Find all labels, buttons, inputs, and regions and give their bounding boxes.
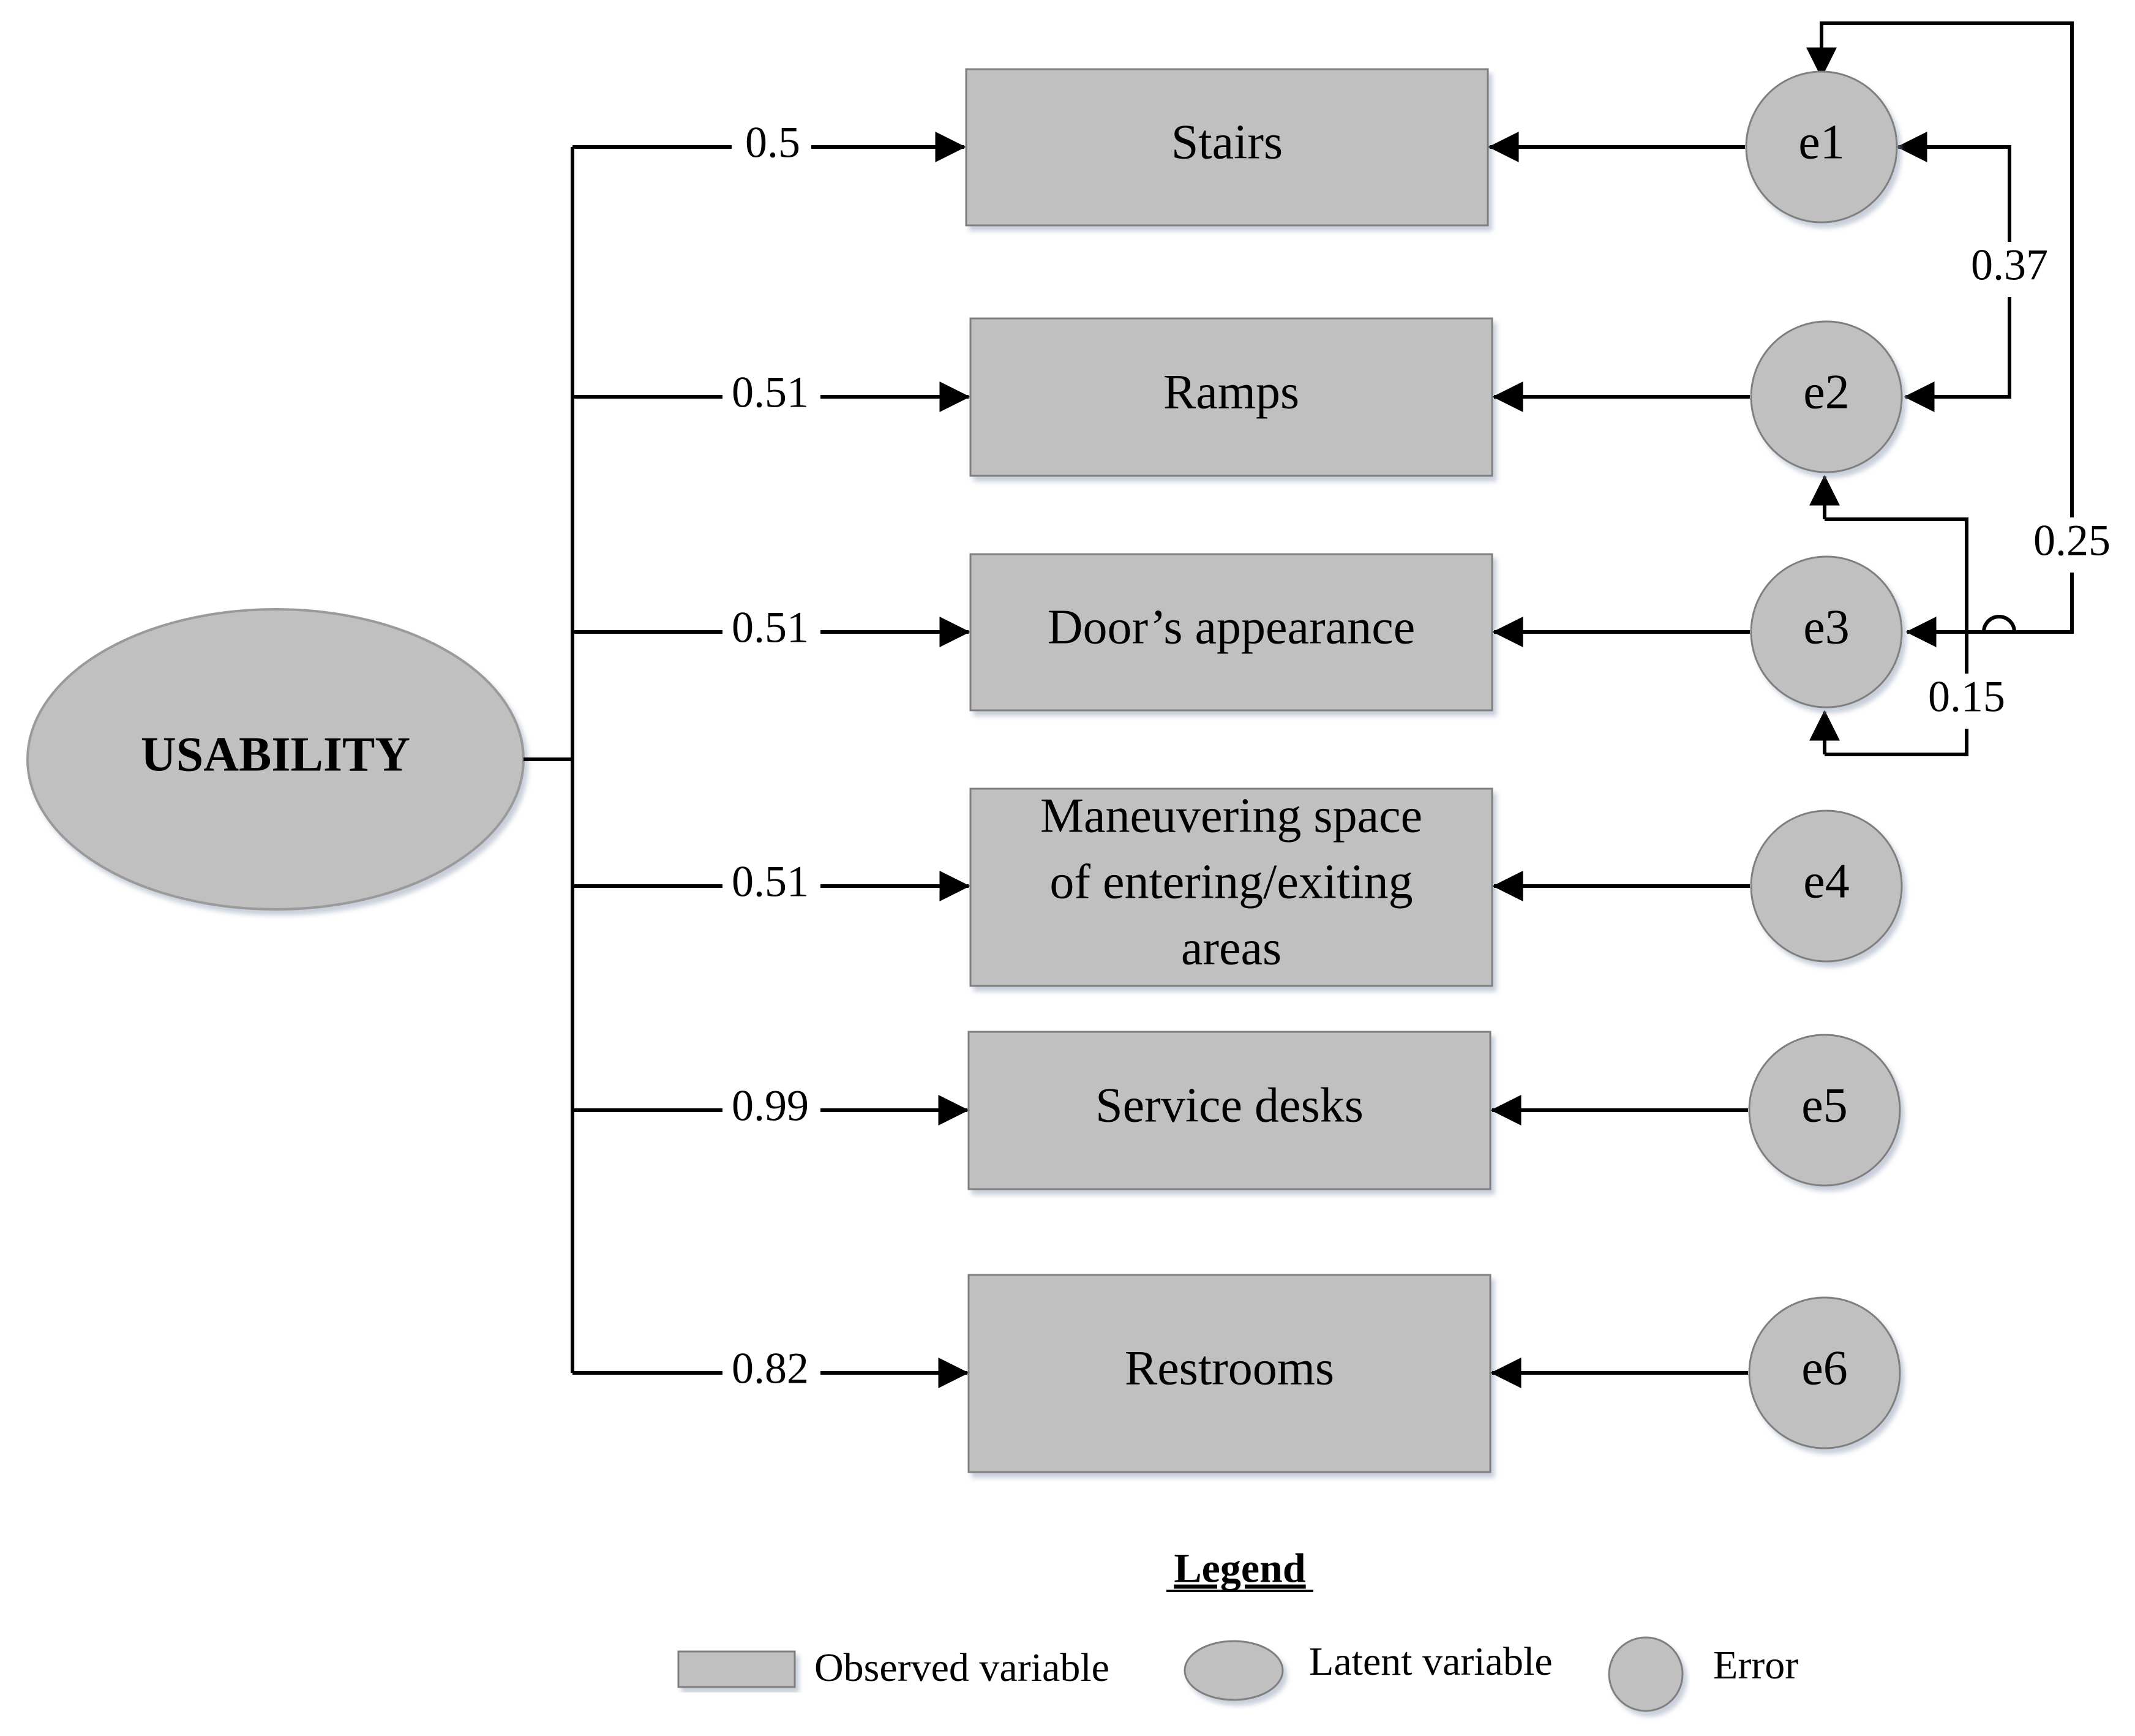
loading-arrow-ramps: 0.51 bbox=[572, 368, 970, 424]
loading-value-maneuvering: 0.51 bbox=[732, 857, 809, 906]
observed-label-door: Door’s appearance bbox=[1048, 600, 1415, 654]
legend-title: Legend bbox=[1174, 1545, 1306, 1591]
error-label-e4: e4 bbox=[1803, 854, 1850, 908]
covariance-e1-e2: 0.37 bbox=[1896, 132, 2057, 412]
observed-box-door: Door’s appearance bbox=[969, 553, 1493, 712]
observed-box-maneuvering: Maneuvering space of entering/exiting ar… bbox=[969, 787, 1493, 987]
loading-arrow-maneuvering: 0.51 bbox=[572, 857, 970, 914]
loading-arrow-door: 0.51 bbox=[572, 603, 970, 659]
loading-arrow-service: 0.99 bbox=[572, 1081, 969, 1138]
observed-box-service: Service desks bbox=[967, 1031, 1491, 1190]
observed-label-ramps: Ramps bbox=[1163, 365, 1299, 419]
error-label-e6: e6 bbox=[1801, 1341, 1848, 1395]
error-label-e1: e1 bbox=[1798, 115, 1845, 169]
observed-label-restrooms: Restrooms bbox=[1125, 1341, 1334, 1395]
error-label-e3: e3 bbox=[1803, 600, 1850, 654]
latent-label: USABILITY bbox=[141, 727, 410, 781]
error-label-e5: e5 bbox=[1801, 1078, 1848, 1132]
observed-label-stairs: Stairs bbox=[1171, 115, 1283, 169]
error-node-e3: e3 bbox=[1750, 555, 1903, 708]
legend-observed-swatch bbox=[677, 1650, 796, 1688]
covariance-e2-e3: 0.15 bbox=[1809, 475, 2017, 756]
error-node-e2: e2 bbox=[1750, 320, 1903, 473]
observed-label-maneuvering-line2: of entering/exiting bbox=[1049, 855, 1413, 909]
covariance-value-e1-e3: 0.25 bbox=[2033, 516, 2111, 565]
observed-box-stairs: Stairs bbox=[965, 68, 1489, 227]
loading-value-restrooms: 0.82 bbox=[732, 1344, 809, 1393]
observed-label-maneuvering-line1: Maneuvering space bbox=[1040, 789, 1422, 843]
error-node-e5: e5 bbox=[1748, 1034, 1901, 1187]
loading-value-stairs: 0.5 bbox=[745, 118, 800, 167]
observed-box-ramps: Ramps bbox=[969, 317, 1493, 477]
error-node-e1: e1 bbox=[1745, 70, 1898, 224]
observed-label-service: Service desks bbox=[1095, 1078, 1364, 1132]
legend-observed-label: Observed variable bbox=[814, 1645, 1109, 1690]
legend: Legend Observed variable Latent variable… bbox=[677, 1545, 1798, 1712]
covariance-e1-e3: 0.25 bbox=[1806, 21, 2118, 647]
observed-box-restrooms: Restrooms bbox=[967, 1274, 1491, 1473]
loading-value-service: 0.99 bbox=[732, 1081, 809, 1130]
error-node-e6: e6 bbox=[1748, 1296, 1901, 1449]
loading-arrow-restrooms: 0.82 bbox=[572, 1344, 969, 1400]
error-node-e4: e4 bbox=[1750, 810, 1903, 963]
latent-variable-usability: USABILITY bbox=[26, 608, 525, 911]
loading-value-door: 0.51 bbox=[732, 603, 809, 652]
covariance-value-e1-e2: 0.37 bbox=[1971, 241, 2048, 290]
loading-value-ramps: 0.51 bbox=[732, 368, 809, 417]
loading-arrow-stairs: 0.5 bbox=[572, 118, 966, 175]
error-label-e2: e2 bbox=[1803, 365, 1850, 419]
legend-latent-swatch bbox=[1184, 1640, 1284, 1701]
observed-label-maneuvering-line3: areas bbox=[1181, 921, 1281, 975]
legend-latent-label: Latent variable bbox=[1309, 1639, 1553, 1684]
covariance-value-e2-e3: 0.15 bbox=[1928, 672, 2005, 721]
legend-error-label: Error bbox=[1713, 1643, 1798, 1688]
legend-error-swatch bbox=[1608, 1636, 1684, 1712]
